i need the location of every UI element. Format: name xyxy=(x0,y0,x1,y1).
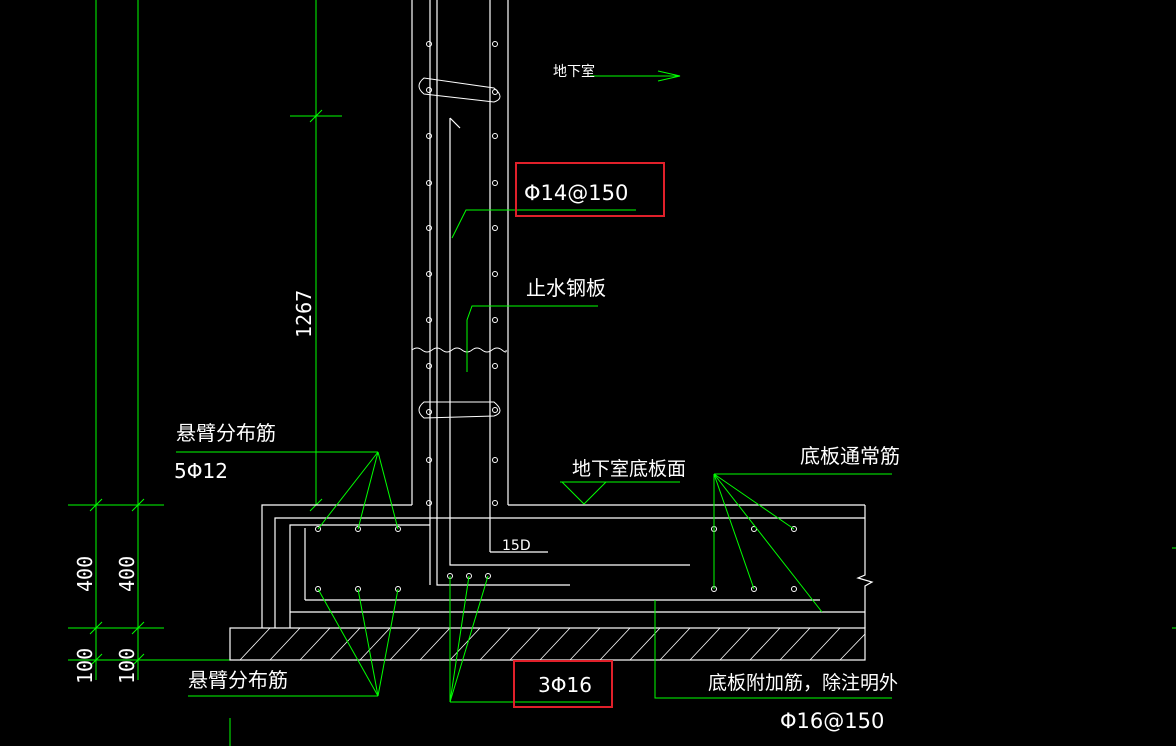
dim-wall-height: 1267 xyxy=(292,290,316,338)
label-bottom-bars: 3Φ16 xyxy=(538,673,592,697)
label-waterstop: 止水钢板 xyxy=(526,276,606,300)
slab-rebar-dots xyxy=(315,526,797,592)
wall-rebar-dots xyxy=(426,41,498,506)
label-wall-rebar: Φ14@150 xyxy=(524,181,628,205)
dimension-lines xyxy=(68,0,1176,680)
label-cantilever-bottom: 悬臂分布筋 xyxy=(188,668,288,692)
wall-outline xyxy=(229,0,874,661)
dim-slab-inner: 400 xyxy=(115,556,139,592)
leader-lines xyxy=(176,70,892,746)
tie-bars xyxy=(418,77,501,419)
label-basement: 地下室 xyxy=(553,63,595,80)
highlight-wall-rebar xyxy=(515,162,665,217)
label-anchor-length: 15D xyxy=(502,538,531,554)
label-cantilever-top-count: 5Φ12 xyxy=(174,459,228,483)
label-slab-additional-spec: Φ16@150 xyxy=(780,709,884,733)
highlight-bottom-bars xyxy=(513,660,613,708)
dim-cushion-outer: 100 xyxy=(73,648,97,684)
label-cantilever-top: 悬臂分布筋 xyxy=(176,421,276,445)
label-slab-additional: 底板附加筋，除注明外 xyxy=(708,672,898,694)
dim-slab-outer: 400 xyxy=(73,556,97,592)
cushion-hatch xyxy=(239,627,866,661)
waterstop-wave xyxy=(411,347,507,353)
label-slab-normal-rebar: 底板通常筋 xyxy=(800,444,900,468)
label-slab-top-level: 地下室底板面 xyxy=(572,458,686,480)
dim-cushion-inner: 100 xyxy=(115,648,139,684)
